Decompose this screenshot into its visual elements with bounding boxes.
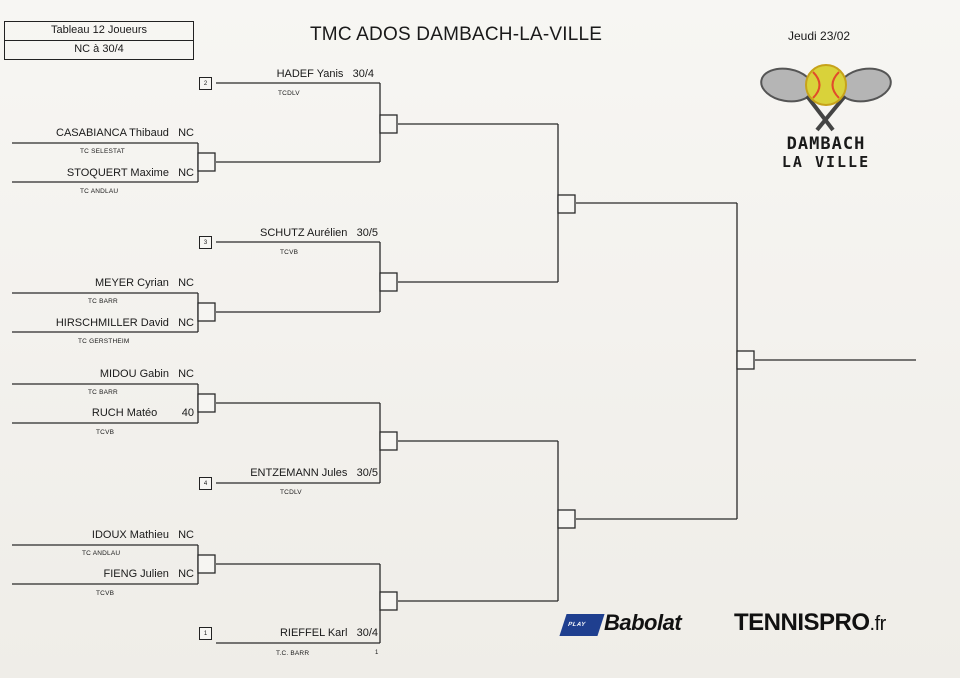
player-name: ENTZEMANN Jules	[250, 467, 348, 479]
player-name: IDOUX Mathieu	[91, 529, 169, 541]
player-rank: NC	[178, 529, 194, 541]
player-club: TC BARR	[88, 389, 118, 396]
babolat-badge: PLAY	[559, 614, 605, 636]
event-date: Jeudi 23/02	[788, 29, 851, 43]
babolat-badge-text: PLAY	[567, 622, 587, 628]
logo-line-2: LA VILLE	[781, 153, 871, 171]
player-name: MEYER Cyrian	[94, 277, 169, 289]
player-name: CASABIANCA Thibaud	[56, 127, 169, 139]
player-club: TC ANDLAU	[80, 188, 119, 195]
club-logo: DAMBACH LA VILLE	[755, 52, 895, 172]
player-rank: 30/5	[356, 227, 378, 239]
babolat-wordmark: Babolat	[604, 610, 682, 635]
player-rank: NC	[178, 368, 194, 380]
player-club: TC SELESTAT	[80, 148, 125, 155]
player-name: RIEFFEL Karl	[279, 627, 348, 639]
player-club: TC ANDLAU	[82, 550, 121, 557]
player-rank: 30/5	[356, 467, 378, 479]
player-club: TC BARR	[88, 298, 118, 305]
sponsor-tennispro: TENNISPRO.fr	[734, 609, 886, 637]
player-club: TCVB	[96, 590, 115, 597]
player-rank: NC	[178, 167, 194, 179]
seed-box-2: 2	[199, 77, 212, 90]
player-name: HADEF Yanis	[276, 68, 344, 80]
page-number: 1	[375, 650, 379, 656]
player-club: T.C. BARR	[276, 650, 310, 657]
player-club: TCDLV	[280, 489, 302, 496]
page-title: TMC ADOS DAMBACH-LA-VILLE	[310, 24, 603, 45]
player-club: TCDLV	[278, 90, 300, 97]
seed-box-4: 4	[199, 477, 212, 490]
player-rank: NC	[178, 568, 194, 580]
tennis-rackets-ball-icon	[760, 64, 892, 132]
player-name: HIRSCHMILLER David	[55, 317, 169, 329]
logo-line-1: DAMBACH	[786, 134, 866, 154]
player-name: SCHUTZ Aurélien	[259, 227, 348, 239]
player-rank: 30/4	[356, 627, 378, 639]
player-club: TCVB	[96, 429, 115, 436]
player-name: FIENG Julien	[103, 568, 169, 580]
player-club: TCVB	[280, 249, 299, 256]
tennispro-tld: .fr	[869, 613, 887, 635]
seed-box-3: 3	[199, 236, 212, 249]
player-rank: 40	[181, 407, 194, 419]
player-rank: 30/4	[352, 68, 374, 80]
player-rank: NC	[178, 277, 194, 289]
level-range-box: NC à 30/4	[4, 40, 194, 60]
player-name: STOQUERT Maxime	[66, 167, 169, 179]
seed-box-1: 1	[199, 627, 212, 640]
player-club: TC GERSTHEIM	[78, 338, 130, 345]
tennispro-wordmark: TENNISPRO	[734, 609, 870, 636]
player-rank: NC	[178, 317, 194, 329]
player-name: MIDOU Gabin	[99, 368, 169, 380]
player-rank: NC	[178, 127, 194, 139]
player-name: RUCH Matéo	[91, 407, 158, 419]
